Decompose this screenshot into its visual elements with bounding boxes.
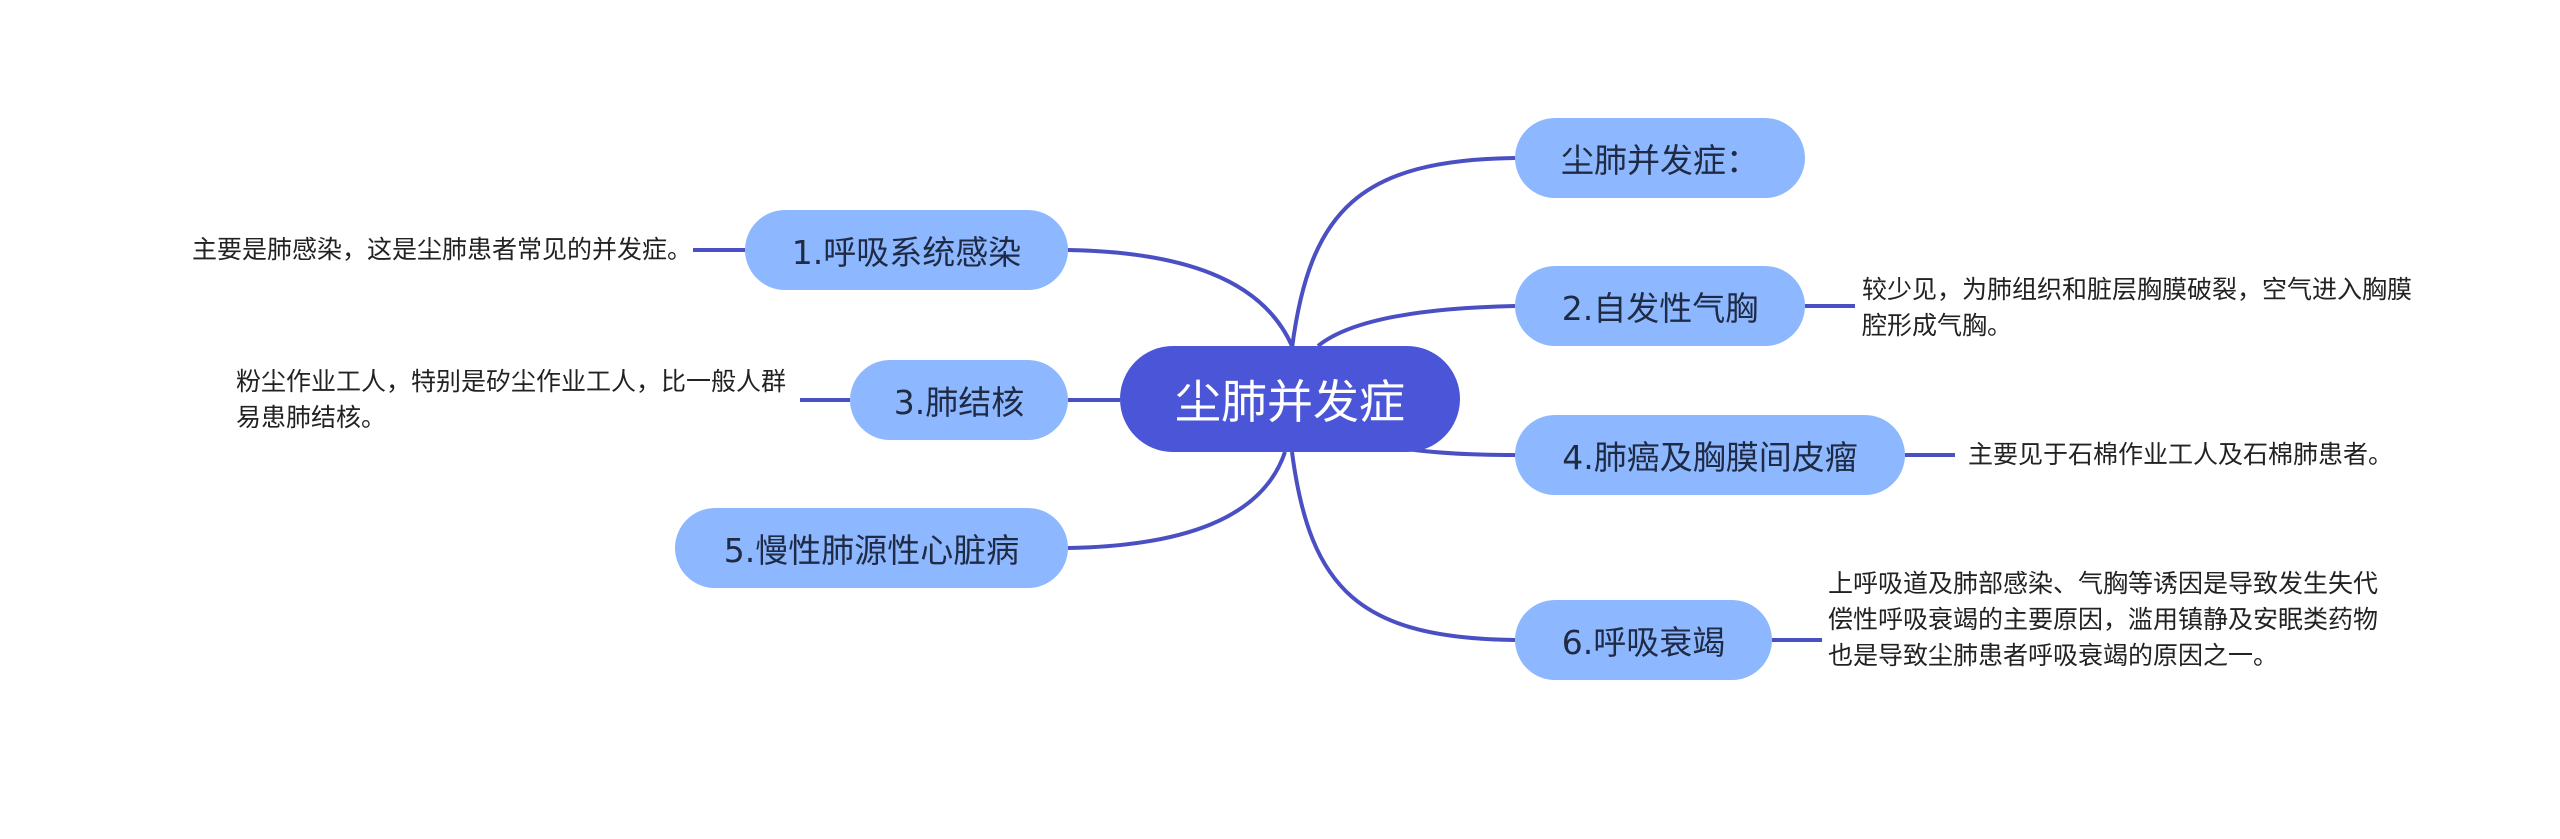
connector-root-b1	[1067, 248, 1294, 347]
branch-pneumothorax[interactable]: 2.自发性气胸	[1515, 266, 1805, 346]
branch-lung-cancer[interactable]: 4.肺癌及胸膜间皮瘤	[1515, 415, 1905, 495]
note-respiratory-failure: 上呼吸道及肺部感染、气胸等诱因是导致发生失代偿性呼吸衰竭的主要原因，滥用镇静及安…	[1828, 569, 2379, 670]
note-tuberculosis: 粉尘作业工人，特别是矽尘作业工人，比一般人群易患肺结核。	[236, 367, 787, 432]
branch-pulmonary-heart-disease[interactable]: 5.慢性肺源性心脏病	[675, 508, 1068, 588]
branch-overview[interactable]: 尘肺并发症：	[1515, 118, 1805, 198]
branch-respiratory-failure[interactable]: 6.呼吸衰竭	[1515, 600, 1772, 680]
branch-respiratory-infection[interactable]: 1.呼吸系统感染	[745, 210, 1068, 290]
connector-root-b0	[1290, 156, 1516, 349]
connector-root-b6	[1290, 451, 1516, 642]
connector-root-b2	[1316, 304, 1516, 348]
root-node[interactable]: 尘肺并发症	[1120, 346, 1460, 452]
branch-tuberculosis[interactable]: 3.肺结核	[850, 360, 1068, 440]
note-lung-cancer: 主要见于石棉作业工人及石棉肺患者。	[1968, 440, 2394, 469]
connector-root-b5	[1067, 451, 1287, 550]
note-respiratory-infection: 主要是肺感染，这是尘肺患者常见的并发症。	[191, 235, 692, 264]
note-pneumothorax: 较少见，为肺组织和脏层胸膜破裂，空气进入胸膜腔形成气胸。	[1862, 275, 2413, 340]
